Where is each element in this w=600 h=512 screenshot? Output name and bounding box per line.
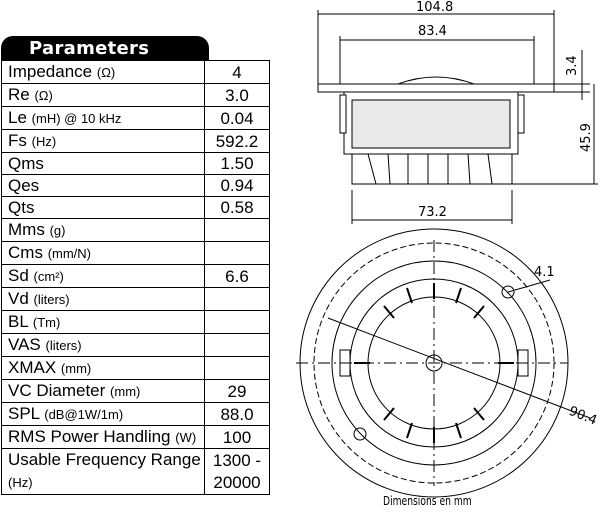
param-name: Usable Frequency Range (Hz) (1, 448, 205, 495)
table-row: SPL (dB@1W/1m) 88.0 (1, 402, 270, 426)
param-value: 1300 - 20000 (204, 448, 270, 495)
param-value: 3.0 (204, 83, 270, 107)
dim-flange-width: 83.4 (418, 24, 447, 39)
param-name: Qts (1, 196, 205, 219)
param-value: 592.2 (204, 129, 270, 153)
dimensions-caption: Dimensions en mm (383, 494, 472, 508)
param-value: 29 (204, 379, 270, 403)
param-name: RMS Power Handling (W) (1, 425, 205, 449)
param-value: 88.0 (204, 402, 270, 426)
param-name: SPL (dB@1W/1m) (1, 402, 205, 426)
param-value: 100 (204, 425, 270, 449)
param-value: 0.94 (204, 174, 270, 197)
table-row: Cms (mm/N) (1, 241, 270, 265)
param-value: 1.50 (204, 152, 270, 175)
param-name: Qms (1, 152, 205, 175)
param-name: VC Diameter (mm) (1, 379, 205, 403)
param-value: 0.58 (204, 196, 270, 219)
table-row: XMAX (mm) (1, 356, 270, 380)
dim-body-diameter: 73.2 (418, 205, 447, 220)
param-name: XMAX (mm) (1, 356, 205, 380)
table-row: Qts 0.58 (1, 196, 270, 219)
param-value: 0.04 (204, 106, 270, 130)
param-name: Cms (mm/N) (1, 241, 205, 265)
param-value (204, 218, 270, 242)
param-name: Fs (Hz) (1, 129, 205, 153)
param-name: BL (Tm) (1, 310, 205, 334)
param-name: VAS (liters) (1, 333, 205, 357)
param-name: Re (Ω) (1, 83, 205, 107)
param-value: 4 (204, 60, 270, 84)
table-row: Re (Ω) 3.0 (1, 83, 270, 107)
speaker-dimension-drawing: 104.8 83.4 3.4 45.9 73.2 4.1 90.4 (296, 0, 599, 498)
param-value (204, 356, 270, 380)
param-value (204, 310, 270, 334)
param-name: Vd (liters) (1, 287, 205, 311)
dim-bolt-circle: 90.4 (567, 404, 599, 429)
param-value (204, 333, 270, 357)
table-row: Le (mH) @ 10 kHz 0.04 (1, 106, 270, 130)
parameters-header: Parameters (1, 36, 209, 60)
param-name: Mms (g) (1, 218, 205, 242)
table-row: RMS Power Handling (W) 100 (1, 425, 270, 449)
parameters-title: Parameters (29, 38, 150, 59)
table-row: Sd (cm²) 6.6 (1, 264, 270, 288)
param-value (204, 241, 270, 265)
table-row: Impedance (Ω) 4 (1, 60, 270, 84)
param-value: 6.6 (204, 264, 270, 288)
table-row: Mms (g) (1, 218, 270, 242)
parameters-table: Impedance (Ω) 4 Re (Ω) 3.0 Le (mH) @ 10 … (1, 60, 270, 495)
table-row: Fs (Hz) 592.2 (1, 129, 270, 153)
dim-hole-diameter: 4.1 (534, 265, 555, 280)
param-name: Le (mH) @ 10 kHz (1, 106, 205, 130)
table-row: Qms 1.50 (1, 152, 270, 175)
param-value (204, 287, 270, 311)
table-row: BL (Tm) (1, 310, 270, 334)
table-row: VC Diameter (mm) 29 (1, 379, 270, 403)
param-name: Qes (1, 174, 205, 197)
param-name: Impedance (Ω) (1, 60, 205, 84)
table-row: Usable Frequency Range (Hz) 1300 - 20000 (1, 448, 270, 495)
dim-depth: 45.9 (579, 123, 594, 152)
dim-flange-thickness: 3.4 (565, 55, 580, 76)
table-row: Vd (liters) (1, 287, 270, 311)
param-name: Sd (cm²) (1, 264, 205, 288)
table-row: VAS (liters) (1, 333, 270, 357)
table-row: Qes 0.94 (1, 174, 270, 197)
dim-overall-width: 104.8 (416, 0, 453, 15)
